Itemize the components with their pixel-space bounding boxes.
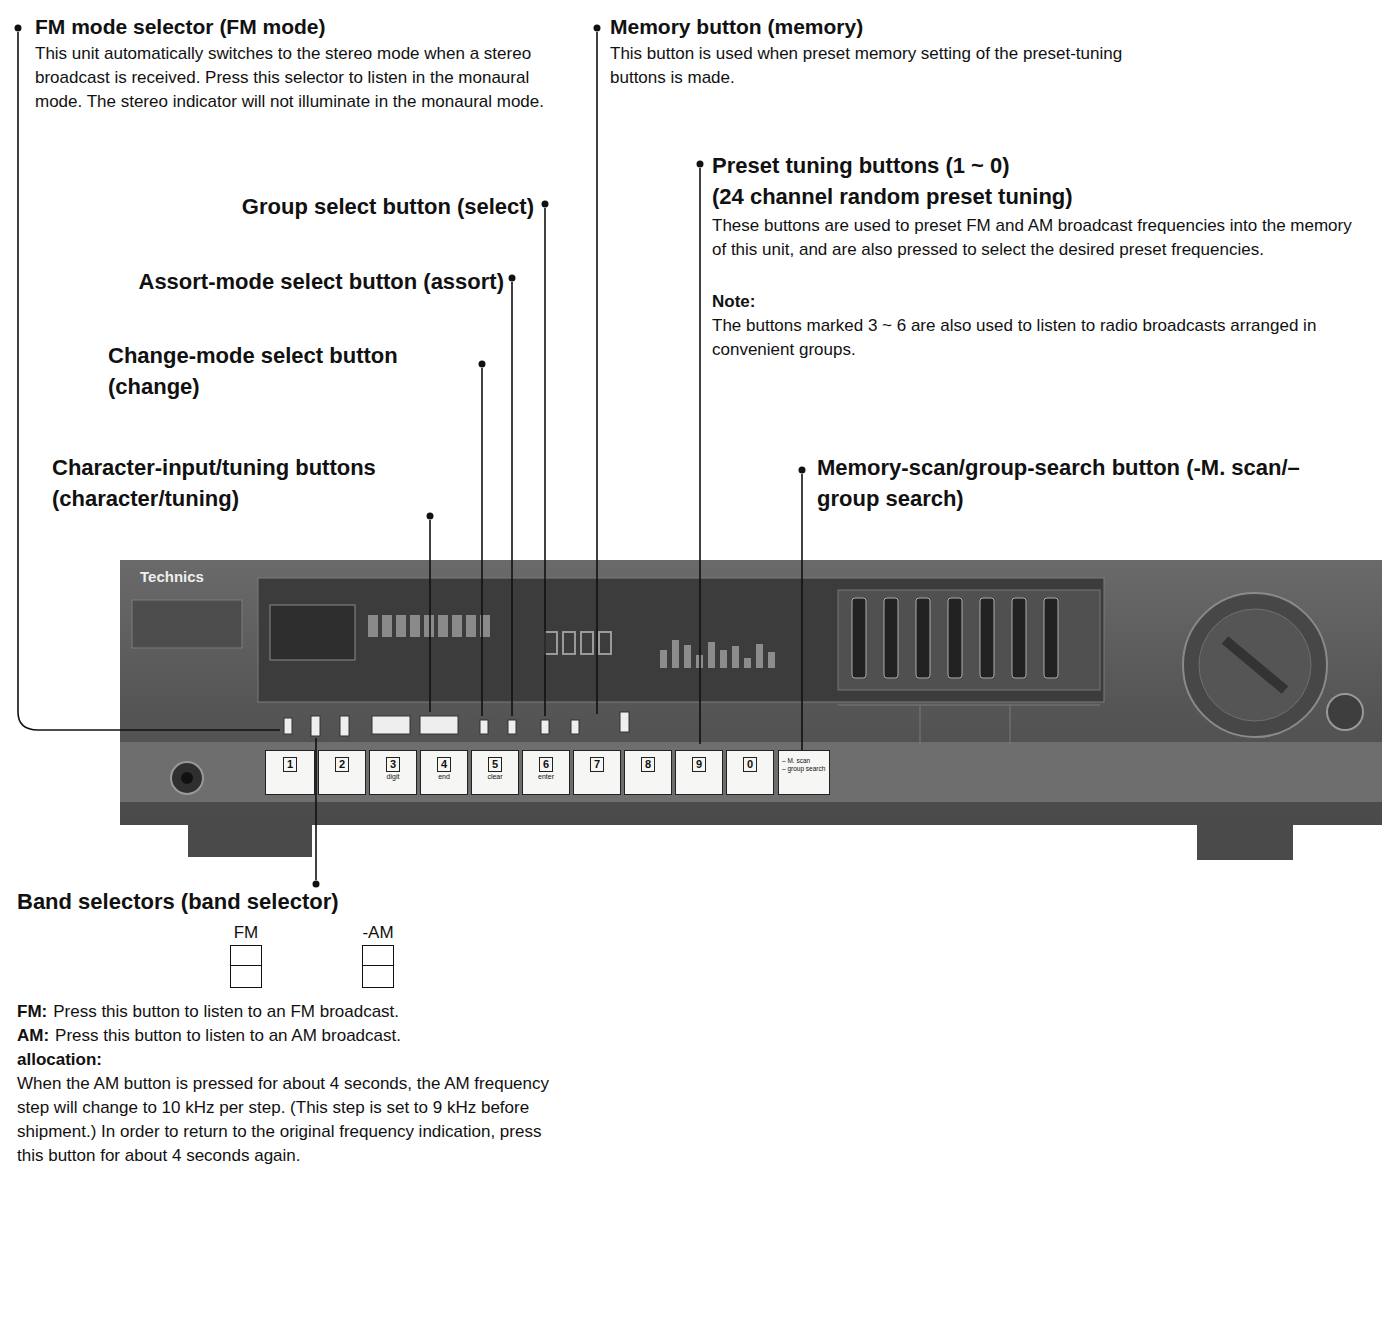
button-number: 8 <box>641 757 655 772</box>
callout-body: This unit automatically switches to the … <box>35 42 560 114</box>
preset-button: 4end <box>420 750 468 795</box>
callout-body: When the AM button is pressed for about … <box>17 1072 557 1169</box>
button-caption: end <box>438 773 450 781</box>
callout-body: Press this button to listen to an FM bro… <box>53 1000 399 1024</box>
callout-body: These buttons are used to preset FM and … <box>712 214 1352 262</box>
front-panel <box>120 560 1382 825</box>
callout-heading: Memory button (memory) <box>610 12 863 42</box>
button-number: 0 <box>743 757 757 772</box>
preset-button: 2 <box>318 750 366 795</box>
note-body: The buttons marked 3 ~ 6 are also used t… <box>712 314 1352 362</box>
display-characters <box>368 615 490 637</box>
button-number: 2 <box>335 757 349 772</box>
callout-body: Press this button to listen to an AM bro… <box>55 1024 401 1048</box>
term: AM: <box>17 1024 49 1048</box>
preset-button: 6enter <box>522 750 570 795</box>
foot <box>188 820 312 857</box>
button-outline <box>230 945 262 988</box>
display-window <box>258 578 1104 702</box>
button-number: 4 <box>437 757 451 772</box>
headphone-jack <box>181 772 193 784</box>
preset-button: 5clear <box>471 750 519 795</box>
volume-knob <box>1183 593 1327 737</box>
callout-heading: Character-input/tuning buttons (characte… <box>52 452 472 514</box>
note-heading: Note: <box>712 290 755 314</box>
button-number: 1 <box>283 757 297 772</box>
foot <box>1197 820 1293 860</box>
callout-heading: Group select button (select) <box>242 191 534 222</box>
level-meter <box>660 640 775 668</box>
button-divider <box>231 946 261 967</box>
button-number: 5 <box>488 757 502 772</box>
callout-heading: Change-mode select button (change) <box>108 340 470 402</box>
brand-logo: Technics <box>140 566 204 587</box>
headphone-jack <box>171 762 203 794</box>
display-segment <box>270 605 355 660</box>
preset-button: 7 <box>573 750 621 795</box>
button-number: 7 <box>590 757 604 772</box>
leader-lines <box>18 32 802 880</box>
preset-button: 8 <box>624 750 672 795</box>
button-caption: clear <box>487 773 502 781</box>
callout-heading: Assort-mode select button (assort) <box>139 266 505 297</box>
preset-button: 3digit <box>369 750 417 795</box>
callout-heading: Preset tuning buttons (1 ~ 0) <box>712 150 1010 181</box>
callout-heading: (24 channel random preset tuning) <box>712 181 1073 212</box>
button-caption: – group search <box>782 765 825 772</box>
button-outline <box>362 945 394 988</box>
preset-button: 0 <box>726 750 774 795</box>
frequency-digits <box>545 632 611 654</box>
band-label: FM <box>222 924 270 943</box>
band-selector-button: -AM <box>352 924 404 988</box>
button-strip <box>120 742 1382 802</box>
equalizer-sliders <box>838 590 1100 745</box>
term: FM: <box>17 1000 47 1024</box>
preset-button: 9 <box>675 750 723 795</box>
button-number: 9 <box>692 757 706 772</box>
leader-dots <box>15 25 806 888</box>
small-knob <box>1327 694 1363 730</box>
band-selector-button: FM <box>222 924 270 988</box>
button-number: 6 <box>539 757 553 772</box>
button-divider <box>363 946 393 967</box>
callout-heading: Band selectors (band selector) <box>17 886 339 917</box>
button-caption: – M. scan <box>782 757 810 764</box>
callout-heading: Memory-scan/group-search button (-M. sca… <box>817 452 1347 514</box>
preset-button: 1 <box>265 750 315 795</box>
button-caption: enter <box>538 773 554 781</box>
band-label: -AM <box>352 924 404 943</box>
small-buttons <box>284 712 629 736</box>
button-number: 3 <box>386 757 400 772</box>
term: allocation: <box>17 1048 102 1072</box>
preset-button: – M. scan– group search <box>778 750 830 795</box>
button-caption: digit <box>387 773 400 781</box>
callout-heading: FM mode selector (FM mode) <box>35 12 326 42</box>
callout-body: This button is used when preset memory s… <box>610 42 1175 90</box>
power-switch <box>132 600 242 648</box>
